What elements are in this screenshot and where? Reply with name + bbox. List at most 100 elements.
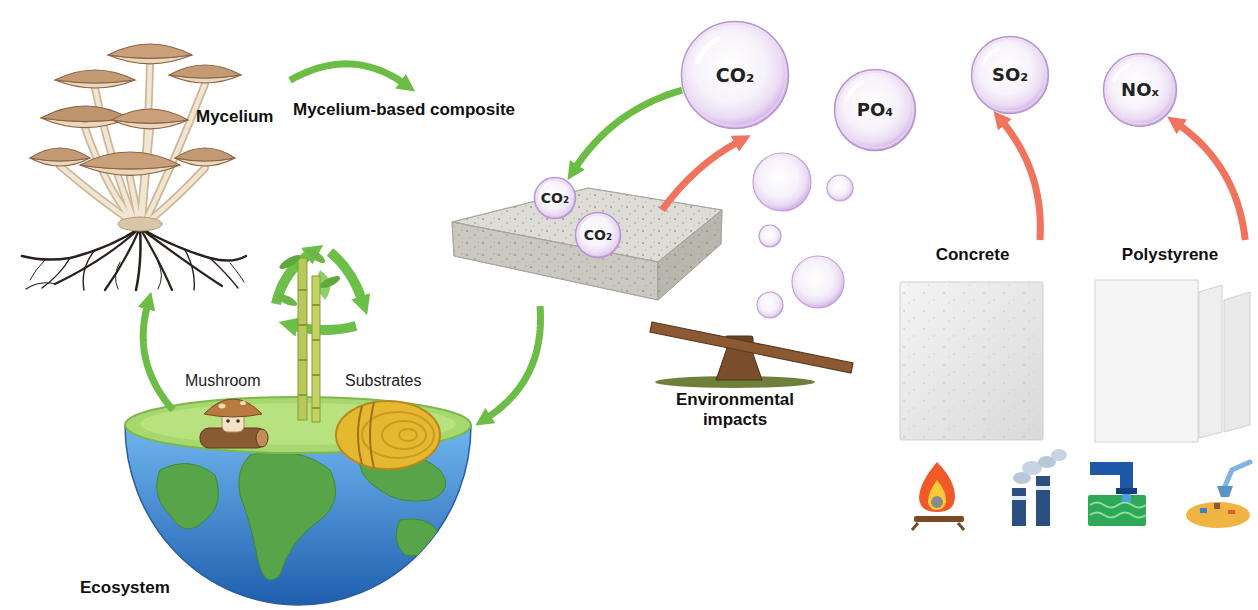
bubble-label: CO₂ xyxy=(584,227,612,244)
bubble-outline xyxy=(535,178,576,219)
landfill-icon xyxy=(1186,462,1250,528)
mycelium-roots xyxy=(210,258,238,288)
bubble-highlight xyxy=(847,83,863,100)
fire-icon xyxy=(919,462,955,512)
mycelium-roots xyxy=(105,228,140,290)
gas-bubble: PO₄ xyxy=(833,68,917,152)
earth-hemisphere xyxy=(239,452,336,580)
illustration-label: Substrates xyxy=(345,371,421,390)
flow-arrow xyxy=(487,306,540,418)
emission-bubbles xyxy=(757,292,783,318)
mushroom-caps xyxy=(175,148,235,161)
mycelium-roots xyxy=(22,228,246,290)
mycelium-roots xyxy=(140,228,222,286)
bubble-outline xyxy=(1104,54,1177,127)
flow-arrow xyxy=(143,306,173,410)
mushroom-caps xyxy=(55,70,135,83)
mushroom-character xyxy=(236,419,240,423)
fire-icon xyxy=(914,516,964,522)
bubble-label: CO₂ xyxy=(541,190,569,207)
mushroom-caps xyxy=(108,44,192,58)
composite-block xyxy=(658,210,722,300)
emission-bubbles xyxy=(759,225,781,247)
emission-arrow xyxy=(662,142,738,210)
polystyrene-boards xyxy=(1224,292,1250,432)
mushroom-character xyxy=(240,401,246,405)
landfill-icon xyxy=(1214,503,1220,509)
mushroom-character xyxy=(256,429,268,447)
mushroom-stems xyxy=(118,217,162,231)
seesaw-node: Environmental impacts xyxy=(650,388,820,438)
bamboo xyxy=(312,276,320,422)
mushroom-stems xyxy=(130,178,138,220)
node-label: Concrete xyxy=(936,245,1010,265)
factory-icon xyxy=(1012,496,1026,500)
mushroom-character xyxy=(226,419,230,423)
bubble-sheen xyxy=(837,72,913,148)
wastewater-icon xyxy=(1122,494,1131,502)
mushroom-caps xyxy=(30,148,90,161)
node-label: Mycelium-based composite xyxy=(293,100,515,120)
flow-arrow xyxy=(1003,122,1041,240)
landfill-icon xyxy=(1228,510,1235,514)
gas-bubble: CO₂ xyxy=(680,20,790,130)
mycelium-roots xyxy=(26,283,55,289)
bubble-sheen xyxy=(537,180,573,216)
bubble-highlight xyxy=(983,49,998,65)
fire-icon xyxy=(912,523,964,530)
mushroom-caps xyxy=(112,109,188,123)
mycelium-node: Mycelium xyxy=(10,40,290,292)
gas-bubble: CO₂ xyxy=(574,211,622,259)
mushroom-stems xyxy=(140,64,150,220)
landfill-icon xyxy=(1217,486,1233,497)
bubble-label: NOₓ xyxy=(1121,79,1159,101)
mushroom-caps xyxy=(169,65,241,78)
bubble-sheen xyxy=(1106,56,1174,124)
bamboo xyxy=(318,274,341,291)
wastewater-icon xyxy=(1120,462,1133,492)
mushroom-stems xyxy=(60,64,205,231)
earth-hemisphere xyxy=(125,397,471,605)
fire-icon xyxy=(928,480,946,510)
hay-bale xyxy=(336,401,440,469)
bamboo xyxy=(275,292,298,309)
composite-block xyxy=(658,210,722,300)
seesaw-illustration xyxy=(650,322,853,388)
mushroom-stems xyxy=(140,64,150,220)
hay-bale xyxy=(358,402,374,468)
factory-icon xyxy=(1051,449,1067,461)
bubble-outline xyxy=(972,37,1049,114)
wastewater-icon xyxy=(1090,503,1146,518)
composite-block xyxy=(452,222,658,300)
earth-hemisphere xyxy=(396,519,440,556)
node-label: Mycelium xyxy=(196,107,273,127)
bubble-sheen xyxy=(974,39,1046,111)
hay-bale xyxy=(382,421,426,449)
material-node: Polystyrene xyxy=(1090,240,1250,445)
flow-arrow xyxy=(290,64,403,83)
bubble-sheen xyxy=(578,215,618,255)
mushroom-stems xyxy=(150,168,205,220)
bubble-label: PO₄ xyxy=(857,99,893,121)
fire-icon xyxy=(931,496,943,508)
bubble-sheen xyxy=(684,24,786,126)
factory-icon xyxy=(1012,449,1067,526)
composite-block xyxy=(452,222,658,300)
ecosystem-node: Ecosystem xyxy=(75,410,475,610)
mushroom-character xyxy=(219,404,226,409)
bubble-outline xyxy=(682,22,789,129)
bubble-outline xyxy=(576,213,621,258)
connector-group xyxy=(143,64,1245,418)
wastewater-icon xyxy=(1088,462,1146,526)
bubble-highlight xyxy=(698,39,718,61)
composite-node: Mycelium-based compositeCO₂ CO₂ xyxy=(288,92,724,306)
bamboo xyxy=(275,246,341,422)
earth-hemisphere xyxy=(157,464,219,529)
gas-bubble: SO₂ xyxy=(970,35,1050,115)
wastewater-icon xyxy=(1088,495,1146,526)
mycelium-roots xyxy=(140,228,246,261)
recycle-symbol xyxy=(330,252,362,300)
bamboo xyxy=(305,246,328,265)
hay-bale xyxy=(399,429,417,441)
